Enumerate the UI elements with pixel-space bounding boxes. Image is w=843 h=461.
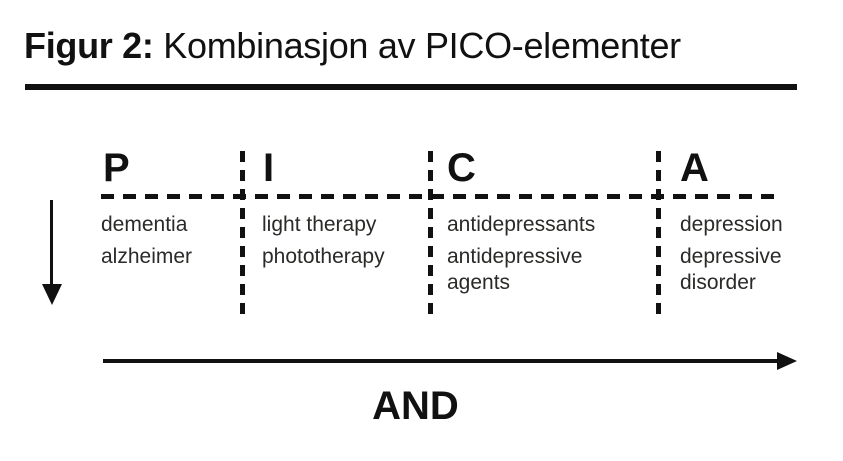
column-a-terms: depression depressive disorder [680,212,783,296]
pico-grid-vertical-dashed-line-3 [656,151,661,315]
term-line: agents [447,271,511,294]
figure-title-text: Kombinasjon av PICO-elementer [153,25,681,66]
term-line: disorder [680,271,756,294]
right-arrow-head [777,352,797,370]
down-arrow-head [42,284,62,305]
column-letter-a: A [680,146,709,190]
term-line: dementia [101,213,188,236]
right-arrow-shaft [103,359,778,363]
term-line: depressive [680,245,782,268]
title-rule [25,84,797,90]
term-line: alzheimer [101,245,193,268]
and-operator-label: AND [372,384,459,428]
column-letter-i: I [263,146,275,190]
term-line: antidepressants [447,213,596,236]
column-letter-c: C [447,146,476,190]
figure-title-label: Figur 2: [24,25,154,66]
pico-grid-vertical-dashed-line-1 [240,151,245,315]
term-line: depression [680,213,783,236]
down-arrow-shaft [50,200,53,285]
pico-grid-horizontal-dashed-line [101,194,781,199]
column-p-terms: dementia alzheimer [101,212,192,270]
term-line: phototherapy [262,245,385,268]
column-letter-p: P [103,146,130,190]
term-line: antidepressive [447,245,583,268]
figure-title: Figur 2: Kombinasjon av PICO-elementer [24,24,681,68]
term-multiline: antidepressive agents [447,244,595,296]
column-i-terms: light therapy phototherapy [262,212,385,270]
column-c-terms: antidepressants antidepressive agents [447,212,595,296]
term-multiline: depressive disorder [680,244,783,296]
pico-grid-vertical-dashed-line-2 [428,151,433,315]
term-line: light therapy [262,213,377,236]
